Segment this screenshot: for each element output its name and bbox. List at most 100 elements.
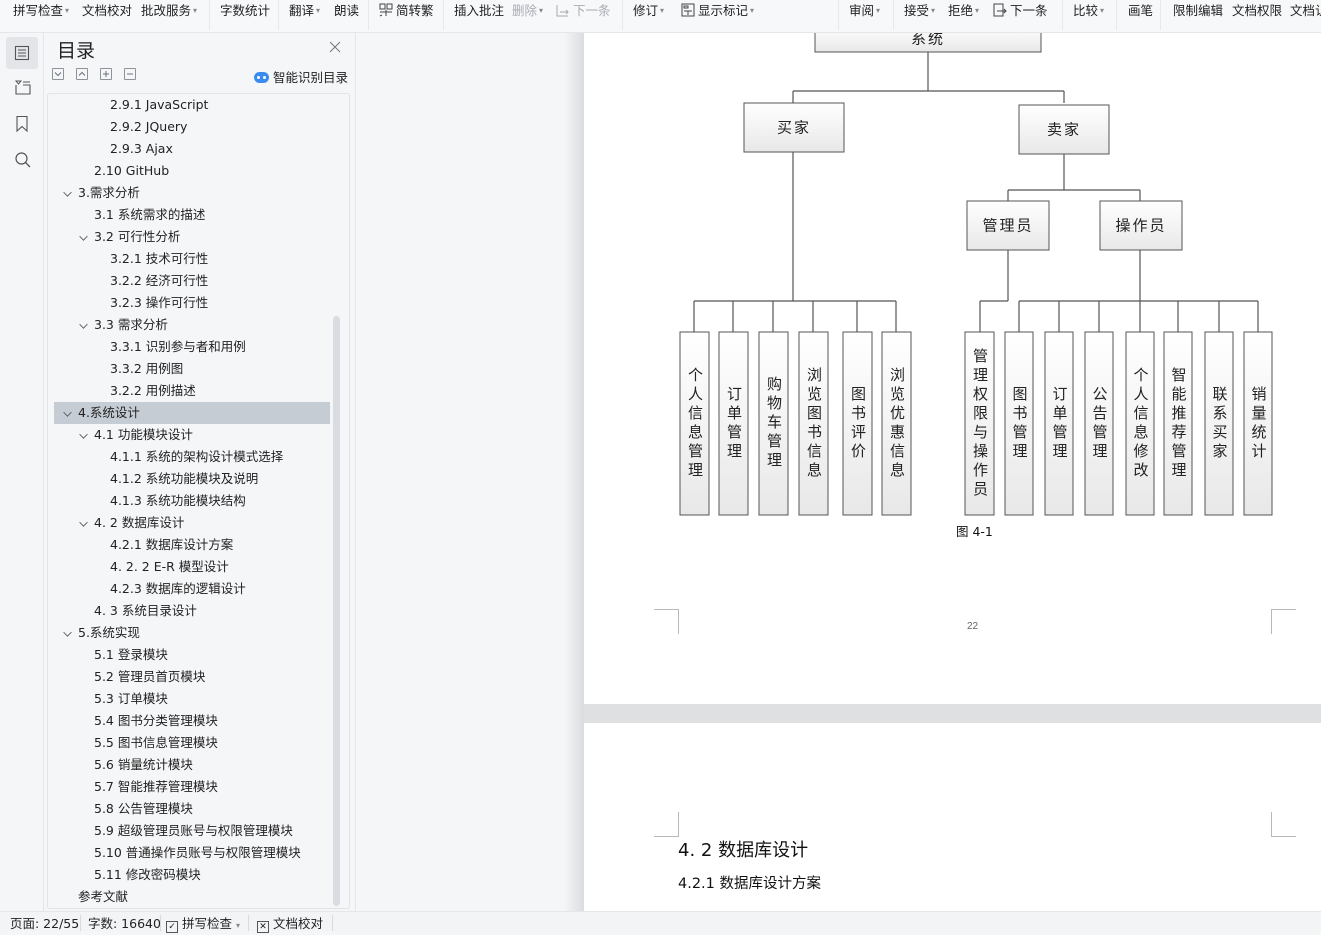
toc-item[interactable]: 5.10 普通操作员账号与权限管理模块 [54, 842, 330, 864]
toolbar-button[interactable]: 显示标记▾ [681, 2, 754, 20]
toc-item[interactable]: 3.3.2 用例图 [54, 358, 330, 380]
toc-item[interactable]: 2.9.1 JavaScript [54, 94, 330, 116]
toc-item[interactable]: 4.1.1 系统的架构设计模式选择 [54, 446, 330, 468]
collapse-all-button[interactable] [76, 68, 88, 80]
chevron-down-icon[interactable] [79, 232, 88, 241]
toolbar-button[interactable]: 限制编辑 [1173, 2, 1223, 20]
buyer-box [743, 102, 845, 153]
toc-item[interactable]: 5.6 销量统计模块 [54, 754, 330, 776]
toc-item[interactable]: 5.4 图书分类管理模块 [54, 710, 330, 732]
toc-item-label: 4.1.2 系统功能模块及说明 [110, 471, 259, 486]
toc-item[interactable]: 4. 2. 2 E-R 模型设计 [54, 556, 330, 578]
toc-item-label: 3.3.1 识别参与者和用例 [110, 339, 246, 354]
toolbar-button-label: 批改服务 [141, 3, 192, 18]
chevron-down-icon[interactable] [63, 188, 72, 197]
toc-item[interactable]: 5.2 管理员首页模块 [54, 666, 330, 688]
toc-item[interactable]: 5.7 智能推荐管理模块 [54, 776, 330, 798]
toolbar-button[interactable]: 删除▾ [512, 2, 543, 20]
toc-item[interactable]: 3.2.2 用例描述 [54, 380, 330, 402]
toolbar-button[interactable]: 下一条 [556, 2, 611, 20]
remove-level-button[interactable] [124, 68, 136, 80]
toc-item[interactable]: 3.3 需求分析 [54, 314, 330, 336]
toolbar-button[interactable]: 接受▾ [904, 2, 935, 20]
toc-item[interactable]: 4. 2 数据库设计 [54, 512, 330, 534]
toc-item[interactable]: 4.1 功能模块设计 [54, 424, 330, 446]
toc-item[interactable]: 4.系统设计 [54, 402, 330, 424]
toolbar-button[interactable]: 拒绝▾ [948, 2, 979, 20]
toc-rail-button[interactable] [6, 37, 38, 69]
toc-item[interactable]: 4. 3 系统目录设计 [54, 600, 330, 622]
toolbar-button[interactable]: 插入批注 [454, 2, 504, 20]
toolbar-divider [209, 0, 210, 30]
spell-check-toggle[interactable]: ✓拼写检查▾ [166, 915, 240, 935]
expand-all-button[interactable] [52, 68, 64, 80]
chevron-down-icon[interactable] [79, 518, 88, 527]
toc-item[interactable]: 3.3.1 识别参与者和用例 [54, 336, 330, 358]
toc-item[interactable]: 2.9.2 JQuery [54, 116, 330, 138]
toc-item[interactable]: 2.10 GitHub [54, 160, 330, 182]
toc-item[interactable]: 5.1 登录模块 [54, 644, 330, 666]
toolbar-button[interactable]: 修订▾ [633, 2, 664, 20]
toolbar-button[interactable]: 文档权限 [1232, 2, 1282, 20]
caret-down-icon: ▾ [750, 6, 755, 15]
smart-ai-icon [254, 72, 269, 83]
toc-item[interactable]: 4.1.2 系统功能模块及说明 [54, 468, 330, 490]
toc-item[interactable]: 3.2.2 经济可行性 [54, 270, 330, 292]
toc-item[interactable]: 2.9.3 Ajax [54, 138, 330, 160]
toolbar-button[interactable]: 翻译▾ [289, 2, 320, 20]
toc-item[interactable]: 5.5 图书信息管理模块 [54, 732, 330, 754]
toc-item-label: 3.2.3 操作可行性 [110, 295, 209, 310]
toolbar-button[interactable]: 朗读 [334, 2, 359, 20]
toc-item-label: 4.2.3 数据库的逻辑设计 [110, 581, 246, 596]
toc-item-label: 3.3 需求分析 [94, 317, 168, 332]
divider [80, 915, 81, 931]
search-rail-button[interactable] [6, 143, 38, 175]
toc-item[interactable]: 3.1 系统需求的描述 [54, 204, 330, 226]
toolbar-button[interactable]: 拼写检查▾ [13, 2, 69, 20]
toolbar-button[interactable]: 文档认 [1290, 2, 1321, 20]
toolbar-button[interactable]: 文档校对 [82, 2, 132, 20]
toc-item[interactable]: 5.3 订单模块 [54, 688, 330, 710]
toolbar-button[interactable]: 审阅▾ [849, 2, 880, 20]
page-indicator[interactable]: 页面: 22/55 [10, 916, 80, 931]
chevron-down-icon[interactable] [79, 320, 88, 329]
toc-item[interactable]: 3.需求分析 [54, 182, 330, 204]
bookmark-rail-button[interactable] [6, 107, 38, 139]
toolbar-button[interactable]: 简转繁 [379, 2, 434, 20]
chevron-down-icon[interactable] [79, 430, 88, 439]
toc-item[interactable]: 5.8 公告管理模块 [54, 798, 330, 820]
toc-item[interactable]: 5.11 修改密码模块 [54, 864, 330, 886]
word-count[interactable]: 字数: 16640 [88, 916, 161, 931]
toolbar-button[interactable]: 字数统计 [220, 2, 270, 20]
close-icon[interactable] [329, 41, 341, 53]
toc-scrollbar[interactable] [333, 316, 340, 906]
toc-item[interactable]: 参考文献 [54, 886, 330, 908]
doc-proof-label: 文档校对 [273, 916, 324, 931]
toolbar-button[interactable]: 画笔 [1128, 2, 1153, 20]
toc-item-label: 4.2.1 数据库设计方案 [110, 537, 234, 552]
add-level-button[interactable] [100, 68, 112, 80]
chevron-down-icon[interactable] [63, 408, 72, 417]
toc-item[interactable]: 3.2.3 操作可行性 [54, 292, 330, 314]
toc-item-label: 3.3.2 用例图 [110, 361, 184, 376]
buyer-label: 买家 [777, 119, 811, 137]
toc-item[interactable]: 3.2 可行性分析 [54, 226, 330, 248]
toc-item[interactable]: 5.系统实现 [54, 622, 330, 644]
toc-icon [14, 45, 30, 61]
document-page: 系统买家卖家管理员操作员 图 4-1 22 个人信息管理订单管理购物车管理浏览图… [584, 33, 1321, 704]
page-separator [584, 704, 1321, 723]
toolbar-button[interactable]: 批改服务▾ [141, 2, 197, 20]
toc-item[interactable]: 3.2.1 技术可行性 [54, 248, 330, 270]
smart-toc-button[interactable]: 智能识别目录 [254, 67, 348, 86]
toc-item[interactable]: 4.2.3 数据库的逻辑设计 [54, 578, 330, 600]
toc-item[interactable]: 4.1.3 系统功能模块结构 [54, 490, 330, 512]
toolbar-button[interactable]: 下一条 [993, 2, 1048, 20]
toolbar-button[interactable]: 比较▾ [1073, 2, 1104, 20]
toc-item[interactable]: 4.2.1 数据库设计方案 [54, 534, 330, 556]
navigation-rail-button[interactable] [6, 71, 38, 103]
toc-item[interactable]: 5.9 超级管理员账号与权限管理模块 [54, 820, 330, 842]
figure-caption: 图 4-1 [956, 524, 993, 539]
caret-down-icon: ▾ [931, 6, 936, 15]
doc-proof-toggle[interactable]: ✕文档校对 [257, 915, 323, 933]
chevron-down-icon[interactable] [63, 628, 72, 637]
